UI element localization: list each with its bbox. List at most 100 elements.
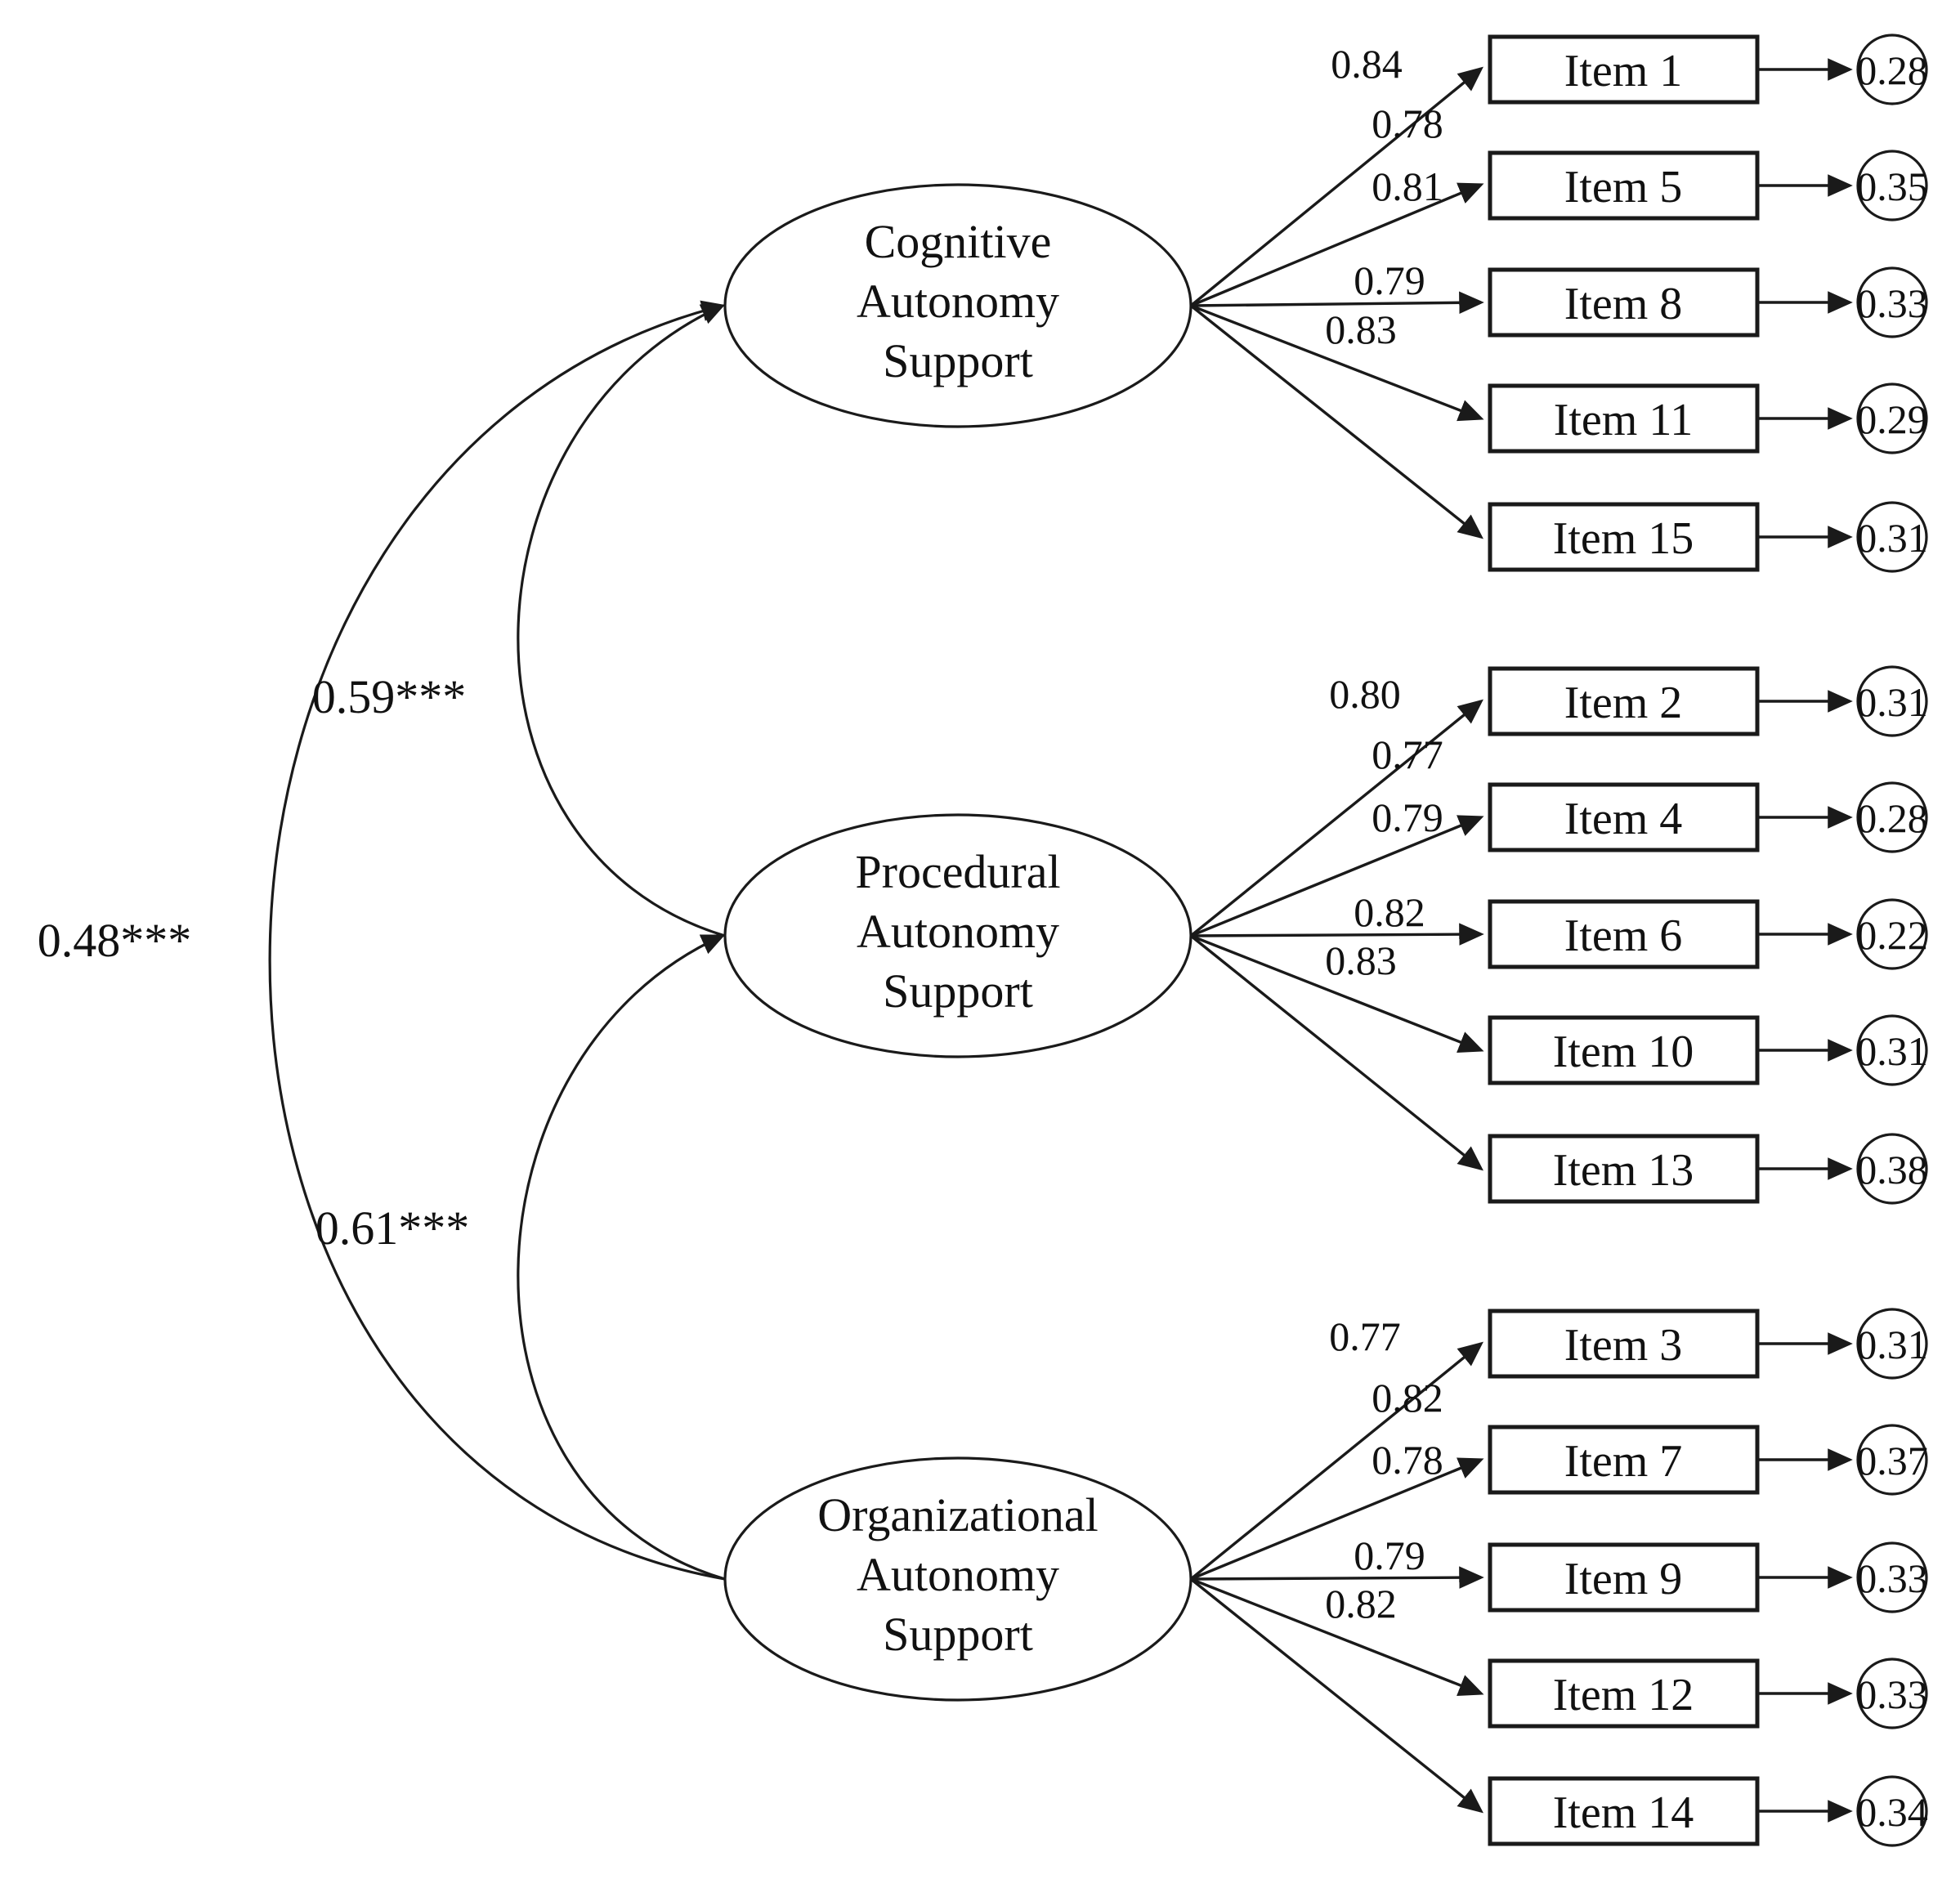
item-box[interactable] [1488, 383, 1760, 454]
residual-circle[interactable] [1856, 665, 1928, 737]
item-label: Item 6 [1564, 910, 1683, 961]
item-box[interactable] [1488, 150, 1760, 221]
factor-procedural: Procedural Autonomy Support [723, 813, 1193, 1058]
correlation-curve-cognitive-procedural[interactable] [517, 304, 726, 937]
loading-arrow-cog-4 [1190, 304, 1484, 422]
residual-label: 0.33 [1856, 1555, 1928, 1601]
factor-label-organizational-line3: Support [883, 1608, 1033, 1661]
factor-label-procedural-line2: Autonomy [857, 905, 1059, 958]
residual-circle[interactable] [1856, 1424, 1928, 1496]
loading-arrow-org-4 [1190, 1577, 1484, 1696]
item-label: Item 5 [1564, 162, 1683, 213]
correlation-curve-cognitive-organizational[interactable] [268, 300, 726, 1581]
residual-circle[interactable] [1856, 1775, 1928, 1847]
residual-label: 0.28 [1856, 795, 1928, 841]
loading-label-cog-5: 0.83 [1325, 306, 1397, 352]
residual-circle[interactable] [1856, 781, 1928, 853]
item-box[interactable] [1488, 1658, 1760, 1729]
loading-arrow-org-2 [1190, 1457, 1484, 1581]
indicator-group-org-4: Item 12 0.33 [1488, 1658, 1928, 1729]
indicator-group-cog-3: Item 8 0.33 [1488, 266, 1928, 338]
residual-circle[interactable] [1856, 1658, 1928, 1729]
indicator-group-proc-3: Item 6 0.22 [1488, 898, 1928, 970]
residual-circle[interactable] [1856, 1133, 1928, 1205]
item-label: Item 11 [1554, 395, 1694, 445]
loading-arrow-proc-3 [1190, 923, 1484, 946]
residual-label: 0.22 [1856, 912, 1928, 958]
item-box[interactable] [1488, 782, 1760, 852]
item-label: Item 1 [1564, 46, 1683, 96]
factor-label-organizational-line2: Autonomy [857, 1548, 1059, 1601]
loading-label-cog-1: 0.84 [1331, 41, 1403, 87]
loading-label-cog-3: 0.81 [1372, 163, 1443, 209]
factor-label-organizational-line1: Organizational [817, 1488, 1099, 1541]
factor-organizational: Organizational Autonomy Support [723, 1456, 1193, 1702]
item-box[interactable] [1488, 34, 1760, 105]
factor-label-procedural-line3: Support [883, 964, 1033, 1018]
item-label: Item 13 [1553, 1145, 1694, 1196]
item-box[interactable] [1488, 1776, 1760, 1846]
item-box[interactable] [1488, 502, 1760, 572]
loading-label-proc-1: 0.80 [1329, 671, 1401, 717]
loading-arrow-cog-5 [1189, 304, 1483, 539]
residual-label: 0.29 [1856, 396, 1928, 442]
loading-arrow-proc-1 [1189, 699, 1483, 937]
correlation-label-cognitive-organizational: 0.48*** [38, 914, 192, 967]
loading-arrow-cog-2 [1190, 182, 1484, 307]
item-box[interactable] [1488, 1134, 1760, 1204]
loading-label-cog-4: 0.79 [1354, 257, 1425, 303]
loading-arrow-cog-3 [1190, 291, 1484, 315]
item-box[interactable] [1488, 267, 1760, 338]
item-label: Item 3 [1564, 1320, 1683, 1371]
residual-circle[interactable] [1856, 898, 1928, 970]
residual-circle[interactable] [1856, 383, 1928, 454]
item-label: Item 9 [1564, 1554, 1683, 1604]
loading-label-org-1: 0.77 [1329, 1313, 1401, 1359]
correlation-curve-procedural-organizational[interactable] [517, 934, 726, 1581]
loading-arrow-proc-2 [1190, 815, 1484, 937]
loading-label-proc-2: 0.77 [1372, 731, 1443, 777]
residual-label: 0.31 [1856, 1028, 1928, 1074]
indicator-group-org-1: Item 3 0.31 [1488, 1308, 1928, 1380]
residual-label: 0.35 [1856, 163, 1928, 209]
indicator-group-proc-1: Item 2 0.31 [1488, 665, 1928, 737]
item-label: Item 8 [1564, 279, 1683, 329]
item-label: Item 4 [1564, 794, 1683, 844]
residual-circle[interactable] [1856, 150, 1928, 221]
factor-label-cognitive-line2: Autonomy [857, 275, 1059, 328]
loading-label-proc-5: 0.83 [1325, 937, 1397, 983]
indicator-group-org-5: Item 14 0.34 [1488, 1775, 1928, 1847]
residual-circle[interactable] [1856, 1541, 1928, 1613]
factor-label-procedural-line1: Procedural [855, 845, 1060, 898]
loading-label-org-5: 0.82 [1325, 1581, 1397, 1626]
loading-arrow-org-3 [1190, 1566, 1484, 1589]
residual-label: 0.33 [1856, 1671, 1928, 1717]
correlation-label-cognitive-procedural: 0.59*** [312, 670, 467, 723]
item-box[interactable] [1488, 899, 1760, 969]
residual-circle[interactable] [1856, 266, 1928, 338]
indicator-group-proc-5: Item 13 0.38 [1488, 1133, 1928, 1205]
item-box[interactable] [1488, 1542, 1760, 1613]
residual-circle[interactable] [1856, 34, 1928, 105]
loading-arrow-cog-1 [1189, 66, 1483, 307]
item-label: Item 12 [1553, 1670, 1694, 1720]
residual-label: 0.31 [1856, 679, 1928, 725]
residual-circle[interactable] [1856, 501, 1928, 573]
loading-label-proc-3: 0.79 [1372, 794, 1443, 840]
loading-label-proc-4: 0.82 [1354, 889, 1425, 935]
residual-circle[interactable] [1856, 1308, 1928, 1380]
residual-label: 0.34 [1856, 1789, 1928, 1835]
correlation-label-procedural-organizational: 0.61*** [315, 1201, 470, 1255]
factor-label-cognitive-line1: Cognitive [865, 215, 1052, 268]
loading-label-org-3: 0.78 [1372, 1437, 1443, 1483]
loading-label-org-4: 0.79 [1354, 1532, 1425, 1578]
residual-circle[interactable] [1856, 1014, 1928, 1086]
residual-label: 0.38 [1856, 1147, 1928, 1192]
loading-label-cog-2: 0.78 [1372, 101, 1443, 146]
item-box[interactable] [1488, 1425, 1760, 1495]
item-box[interactable] [1488, 666, 1760, 736]
indicator-group-org-3: Item 9 0.33 [1488, 1541, 1928, 1613]
item-box[interactable] [1488, 1309, 1760, 1379]
